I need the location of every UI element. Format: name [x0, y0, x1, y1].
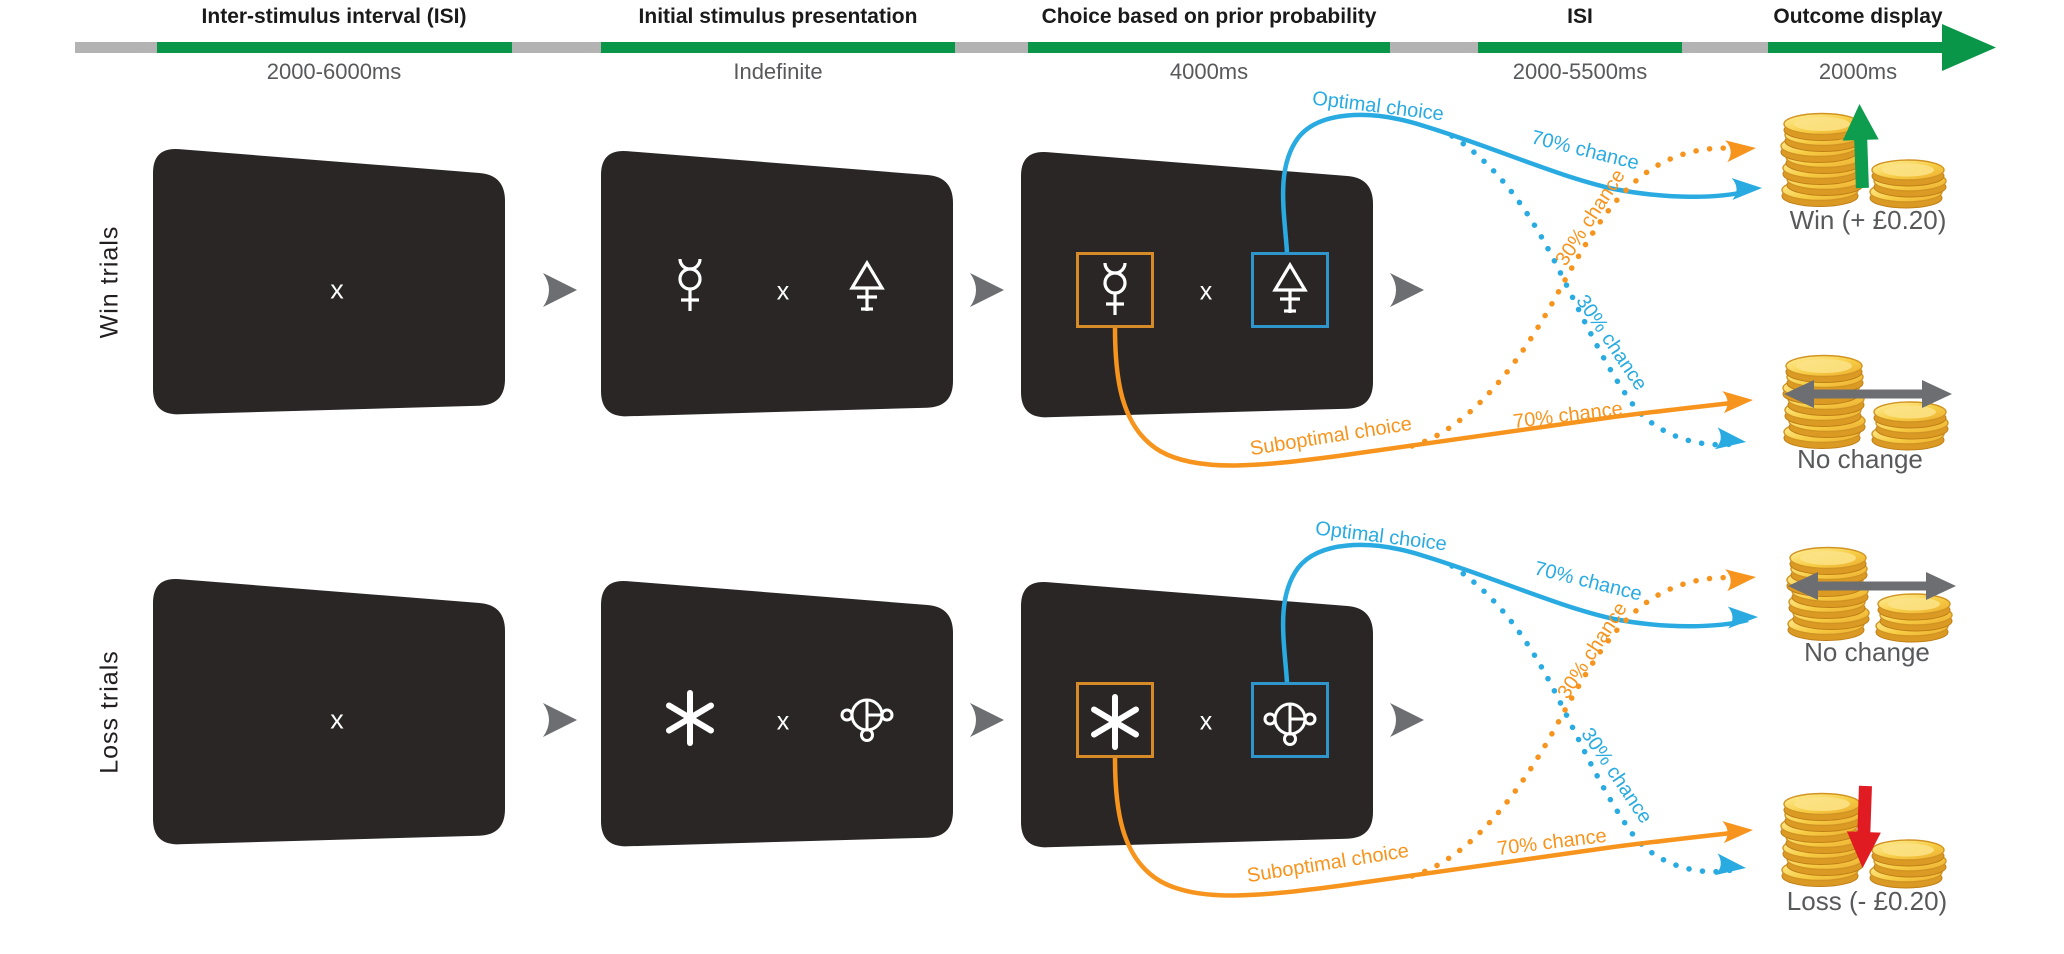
row-label-win-trials: Win trials [95, 225, 124, 339]
loss-suboptimal-30-dotted-curve [1409, 574, 1741, 879]
win-arrowhead-orange-dotted-icon [1725, 137, 1758, 163]
loss-suboptimal-choice-box [1076, 682, 1154, 758]
nochange-double-arrow-win-icon [1784, 380, 1952, 408]
win-curves [1112, 112, 1763, 468]
play-arrow-icon [970, 273, 1004, 307]
duration-label-isi-2: 2000-5500ms [1512, 59, 1648, 84]
play-arrow-icon [543, 273, 577, 307]
outcome-label-loss: Loss (- £0.20) [1786, 886, 1948, 916]
win-optimal-30-dotted-curve [1449, 133, 1735, 448]
win-suboptimal-solid-curve [1112, 327, 1741, 468]
win-fixation-cross: x [330, 274, 344, 305]
outcome-label-nochange-loss: No change [1804, 637, 1930, 667]
loss-arrowhead-orange-solid-icon [1722, 819, 1754, 844]
duration-label-initial-stimulus: Indefinite [733, 59, 823, 84]
loss-optimal-30-dotted-curve [1449, 563, 1735, 875]
play-arrow-icon [543, 703, 577, 737]
screen-loss-fixation [153, 578, 505, 845]
loss-stimuli-separator: x [776, 707, 790, 736]
phase-label-choice: Choice based on prior probability [1041, 5, 1377, 28]
win-choice-separator: x [1199, 277, 1213, 306]
loss-arrowhead-blue-solid-icon [1727, 606, 1759, 629]
play-arrow-icon [1390, 273, 1424, 307]
phase-label-outcome: Outcome display [1773, 5, 1943, 28]
loss-curves [1112, 542, 1759, 898]
screen-win-fixation [153, 148, 505, 415]
phase-label-isi-1: Inter-stimulus interval (ISI) [201, 5, 467, 28]
win-suboptimal-choice-box [1076, 252, 1154, 328]
timeline-arrowhead-icon [1942, 24, 1996, 71]
loss-fixation-cross: x [330, 704, 344, 735]
loss-suboptimal-solid-curve [1112, 757, 1741, 898]
nochange-double-arrow-loss-icon [1788, 572, 1956, 600]
loss-choice-separator: x [1199, 707, 1213, 736]
win-optimal-solid-curve [1280, 112, 1749, 253]
loss-optimal-solid-curve [1280, 542, 1749, 683]
loss-optimal-choice-box [1251, 682, 1329, 758]
win-stimuli-separator: x [776, 277, 790, 306]
row-label-loss-trials: Loss trials [95, 650, 124, 774]
play-arrow-icon [1390, 703, 1424, 737]
win-optimal-choice-box [1251, 252, 1329, 328]
win-arrowhead-blue-dotted-icon [1714, 427, 1748, 453]
loss-arrowhead-blue-dotted-icon [1714, 853, 1748, 879]
loss-arrowhead-orange-dotted-icon [1725, 566, 1758, 592]
loss-down-arrow-icon [1846, 785, 1881, 868]
win-arrowhead-blue-solid-icon [1731, 177, 1763, 201]
timeline-bar [75, 24, 1996, 71]
duration-label-isi-1: 2000-6000ms [266, 59, 402, 84]
win-arrowhead-orange-solid-icon [1722, 389, 1754, 414]
gain-up-arrow-icon [1842, 104, 1879, 189]
screens [153, 148, 1373, 848]
play-arrow-icon [970, 703, 1004, 737]
phase-label-isi-2: ISI [1567, 5, 1593, 28]
win-suboptimal-30-dotted-curve [1409, 145, 1741, 449]
duration-label-outcome: 2000ms [1818, 59, 1898, 84]
outcome-label-nochange-win: No change [1797, 444, 1923, 474]
duration-label-choice: 4000ms [1169, 59, 1249, 84]
phase-label-initial-stimulus: Initial stimulus presentation [638, 5, 918, 28]
outcome-label-win: Win (+ £0.20) [1789, 205, 1947, 235]
